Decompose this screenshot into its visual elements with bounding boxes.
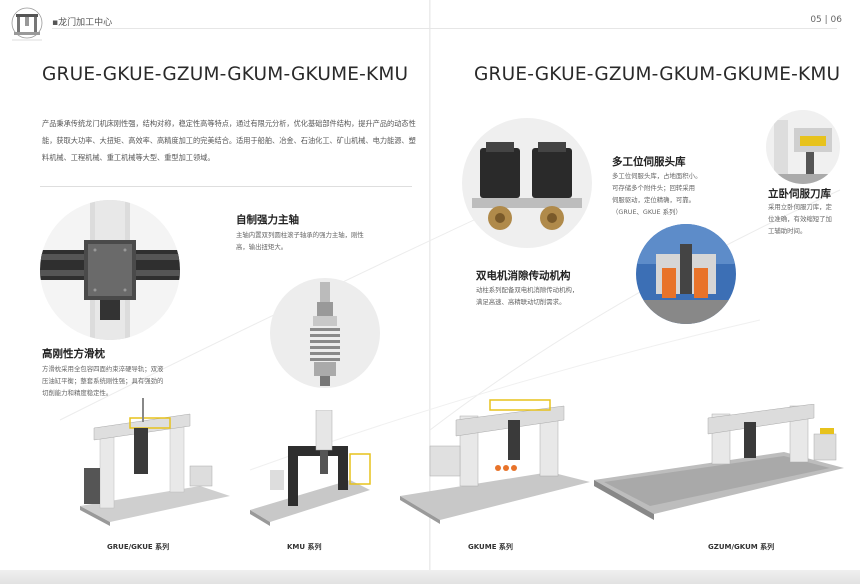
multi-head-feature-desc: 多工位伺服头库，占地面积小。 可存储多个附件头；回转采用 伺服驱动，定位精确，可…	[612, 170, 701, 218]
ram-feature-title: 高刚性方滑枕	[42, 348, 105, 360]
left-page-title: GRUE-GKUE-GZUM-GKUM-GKUME-KMU	[42, 64, 409, 85]
caption-gzum-gkum: GZUM/GKUM 系列	[708, 543, 775, 551]
machine-grue-gkue	[80, 398, 230, 528]
caption-gkume: GKUME 系列	[468, 543, 513, 551]
gantry-logo-icon	[10, 6, 44, 44]
section-header: ▪龙门加工中心	[52, 18, 113, 28]
desc-line: （GRUE、GKUE 系列）	[612, 208, 682, 216]
multi-head-feature-title: 多工位伺服头库	[612, 156, 686, 168]
desc-line: 伺服驱动，定位精确，可靠。	[612, 196, 696, 204]
right-page-title: GRUE-GKUE-GZUM-GKUM-GKUME-KMU	[474, 64, 841, 85]
ram-image	[40, 200, 180, 340]
caption-grue-gkue: GRUE/GKUE 系列	[107, 543, 170, 551]
dual-motor-feature-title: 双电机消隙传动机构	[476, 270, 571, 282]
intro-paragraph: 产品秉承传统龙门机床刚性强，结构对称，稳定性高等特点，通过有限元分析，优化基础部…	[42, 119, 416, 162]
tool-magazine-feature-desc: 采用立卧伺服刀库，定 位准确，有效缩短了加 工辅助时间。	[768, 201, 832, 237]
spindle-image	[270, 278, 380, 388]
dual-motor-image	[462, 118, 592, 248]
page-spine	[429, 0, 431, 584]
caption-kmu: KMU 系列	[287, 543, 322, 551]
tool-magazine-image	[766, 110, 840, 184]
dual-motor-feature-desc: 动柱系列配备双电机消隙传动机构， 满足高速、高精联动切削需求。	[476, 284, 578, 308]
desc-line: 切削能力和精度稳定性。	[42, 389, 113, 397]
machine-gkume	[400, 396, 590, 526]
machine-gzum-gkum	[594, 404, 844, 524]
desc-line: 主轴内置双列圆柱滚子轴承的强力主轴，刚性	[236, 231, 364, 239]
spindle-feature-desc: 主轴内置双列圆柱滚子轴承的强力主轴，刚性 高，输出扭矩大。	[236, 229, 364, 253]
header-divider	[52, 28, 837, 29]
section-name: 龙门加工中心	[58, 18, 113, 28]
machine-kmu	[240, 410, 380, 530]
page-number: 05 | 06	[810, 15, 842, 25]
desc-line: 采用立卧伺服刀库，定	[768, 203, 832, 211]
tool-magazine-feature-title: 立卧伺服刀库	[768, 188, 831, 200]
desc-line: 满足高速、高精联动切削需求。	[476, 298, 566, 306]
ram-feature-desc: 方滑枕采用全包容四面约束淬硬导轨；双液 压油缸平衡；整套系统刚性强；具有强劲的 …	[42, 363, 163, 399]
desc-line: 动柱系列配备双电机消隙传动机构，	[476, 286, 579, 294]
spindle-feature-title: 自制强力主轴	[236, 214, 299, 226]
desc-line: 位准确，有效缩短了加	[768, 215, 832, 223]
head-library-image	[636, 224, 736, 324]
desc-line: 方滑枕采用全包容四面约束淬硬导轨；双液	[42, 365, 164, 373]
desc-line: 高，输出扭矩大。	[236, 243, 288, 251]
bottom-bar	[0, 570, 860, 584]
desc-line: 压油缸平衡；整套系统刚性强；具有强劲的	[42, 377, 164, 385]
desc-line: 可存储多个附件头；回转采用	[612, 184, 696, 192]
intro-divider	[40, 186, 412, 187]
desc-line: 多工位伺服头库，占地面积小。	[612, 172, 702, 180]
desc-line: 工辅助时间。	[768, 227, 807, 235]
